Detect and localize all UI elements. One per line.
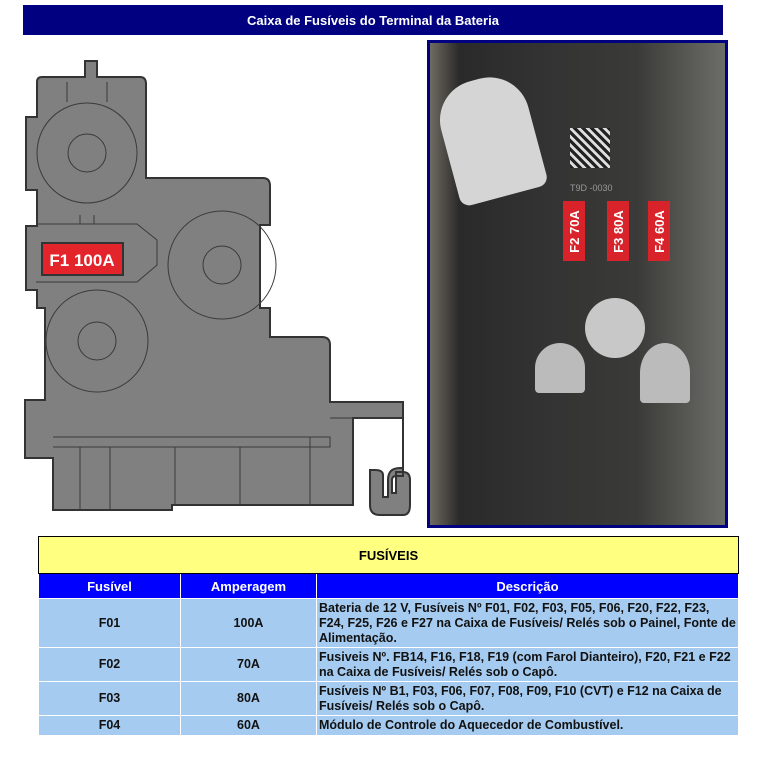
fuse-f4: F4 60A bbox=[648, 201, 670, 261]
fuse-f2: F2 70A bbox=[563, 201, 585, 261]
table-caption: FUSÍVEIS bbox=[38, 536, 739, 574]
terminal-bolt-1 bbox=[535, 343, 585, 393]
terminal-bolt-2 bbox=[585, 298, 645, 358]
terminal-bolt-3 bbox=[640, 343, 690, 403]
fuse-box-outline bbox=[24, 60, 411, 516]
fuse-box-photo: T9D -0030 F2 70A F3 80A F4 60A bbox=[427, 40, 728, 528]
battery-terminal-cover bbox=[431, 68, 549, 208]
header-amperage: Amperagem bbox=[180, 573, 317, 599]
fuse-box-diagram: F1 100A bbox=[24, 60, 411, 516]
fuse-table: FUSÍVEIS Fusível Amperagem Descrição F01… bbox=[38, 536, 739, 736]
fuse-f3: F3 80A bbox=[607, 201, 629, 261]
f1-fuse-label-box bbox=[41, 242, 124, 276]
qr-code bbox=[570, 128, 610, 168]
housing-marking: T9D -0030 bbox=[570, 183, 613, 193]
page-title: Caixa de Fusíveis do Terminal da Bateria bbox=[23, 5, 723, 35]
f1-fuse-label: F1 100A bbox=[49, 251, 114, 270]
header-fuse: Fusível bbox=[38, 573, 181, 599]
header-description: Descrição bbox=[316, 573, 739, 599]
